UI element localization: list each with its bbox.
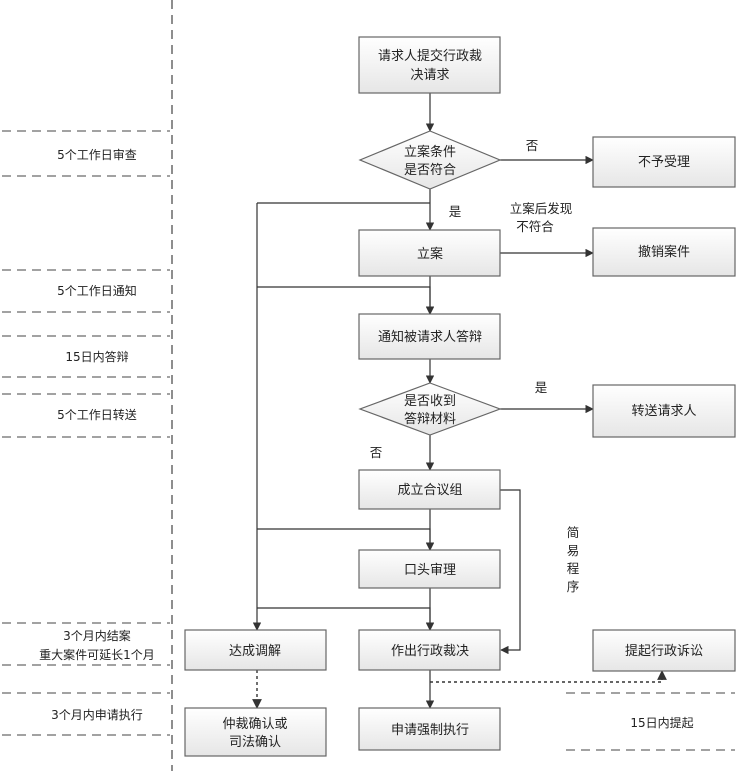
node-notify-label: 通知被请求人答辩 — [378, 329, 482, 345]
edge-label-no2: 否 — [370, 445, 383, 460]
node-oral-label: 口头审理 — [404, 563, 456, 578]
timeline-respond: 15日内答辩 — [65, 349, 128, 364]
node-reject: 不予受理 — [592, 136, 736, 188]
timeline-close-line2: 重大案件可延长1个月 — [39, 647, 155, 662]
timeline-forward: 5个工作日转送 — [57, 407, 137, 422]
timeline-close-line1: 3个月内结案 — [63, 628, 131, 643]
node-mediate: 达成调解 — [184, 629, 327, 671]
edge-label-simple-char: 易 — [567, 543, 580, 558]
edge-label-no: 否 — [526, 138, 539, 153]
node-lawsuit-label: 提起行政诉讼 — [625, 643, 703, 659]
edge-label-found-mismatch-line2: 不符合 — [516, 219, 554, 234]
decision-condition: 立案条件 是否符合 — [358, 130, 502, 190]
node-mediate-label: 达成调解 — [229, 644, 281, 659]
edge-label-yes: 是 — [449, 204, 462, 219]
node-forward: 转送请求人 — [592, 384, 736, 438]
timeline-notify: 5个工作日通知 — [57, 284, 137, 298]
timeline-separators — [2, 130, 735, 751]
node-panel: 成立合议组 — [358, 469, 501, 510]
dotted-connectors — [252, 670, 667, 709]
node-ruling-label: 作出行政裁决 — [391, 643, 469, 659]
node-lawsuit: 提起行政诉讼 — [592, 629, 736, 672]
edge-label-simple-char: 序 — [567, 579, 580, 594]
decision-condition-line1: 立案条件 — [404, 144, 456, 160]
node-submit: 请求人提交行政裁 决请求 — [358, 36, 501, 94]
node-file-case: 立案 — [358, 229, 501, 277]
edge-label-simple-char: 程 — [567, 561, 580, 576]
node-revoke-label: 撤销案件 — [638, 244, 690, 260]
edge-label-yes2: 是 — [535, 380, 548, 395]
node-notify: 通知被请求人答辩 — [358, 313, 501, 360]
edge-label-found-mismatch-line1: 立案后发现 — [510, 201, 573, 216]
node-oral: 口头审理 — [358, 549, 501, 589]
node-confirm-line1: 仲裁确认或 — [222, 716, 287, 732]
node-file-case-label: 立案 — [417, 247, 443, 262]
edge-label-simple-char: 简 — [567, 525, 580, 540]
timeline-review: 5个工作日审查 — [57, 147, 137, 162]
connectors — [252, 93, 594, 709]
node-forward-label: 转送请求人 — [631, 404, 696, 419]
node-revoke: 撤销案件 — [592, 227, 736, 277]
node-submit-line1: 请求人提交行政裁 — [378, 48, 482, 64]
timeline-execute: 3个月内申请执行 — [51, 708, 143, 722]
decision-received: 是否收到 答辩材料 — [358, 382, 502, 436]
decision-condition-line2: 是否符合 — [404, 162, 456, 178]
node-submit-line2: 决请求 — [410, 68, 449, 83]
node-confirm-line2: 司法确认 — [229, 735, 281, 750]
node-confirm: 仲裁确认或 司法确认 — [184, 707, 327, 757]
node-enforce: 申请强制执行 — [358, 707, 501, 751]
timeline-lawsuit: 15日内提起 — [630, 715, 693, 730]
node-ruling: 作出行政裁决 — [358, 629, 501, 671]
node-enforce-label: 申请强制执行 — [391, 723, 469, 738]
decision-received-line1: 是否收到 — [404, 394, 456, 409]
node-reject-label: 不予受理 — [638, 155, 690, 170]
node-panel-label: 成立合议组 — [397, 483, 462, 498]
decision-received-line2: 答辩材料 — [404, 411, 456, 427]
